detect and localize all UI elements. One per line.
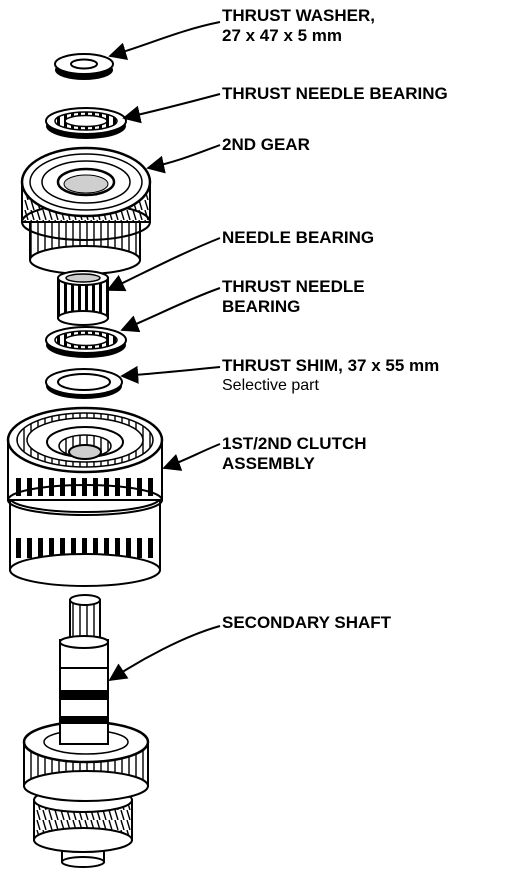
- clutch-drum-slot: [115, 538, 120, 558]
- label-thrust-needle-bearing-top-name: THRUST NEEDLE BEARING: [222, 84, 448, 103]
- clutch-drum-slot: [148, 538, 153, 558]
- clutch-drum-slot: [27, 538, 32, 558]
- clutch-drum-slot: [82, 478, 87, 496]
- thrust-washer-part: [54, 53, 114, 80]
- clutch-drum-slot: [71, 538, 76, 558]
- clutch-drum-slot: [16, 478, 21, 496]
- clutch-drum-slot: [82, 538, 87, 558]
- clutch-drum-slot: [148, 478, 153, 496]
- label-thrust-needle-bearing-lower: THRUST NEEDLE BEARING: [222, 277, 365, 317]
- arrow-secondary-shaft: [108, 625, 221, 681]
- arrow-thrust-shim: [120, 365, 221, 384]
- label-thrust-washer: THRUST WASHER, 27 x 47 x 5 mm: [222, 6, 375, 46]
- clutch-drum-slot: [126, 538, 131, 558]
- label-thrust-shim-note: Selective part: [222, 377, 319, 394]
- label-thrust-shim: THRUST SHIM, 37 x 55 mm Selective part: [222, 356, 439, 396]
- label-thrust-washer-size: 27 x 47 x 5 mm: [222, 26, 343, 45]
- clutch-drum-slot: [93, 538, 98, 558]
- thrust-needle-bearing-top-part: [45, 107, 127, 139]
- label-clutch-assembly-line1: 1ST/2ND CLUTCH: [222, 434, 367, 453]
- label-thrust-needle-bearing-lower-line1: THRUST NEEDLE: [222, 277, 365, 296]
- clutch-drum-slot: [137, 538, 142, 558]
- thrust-shim-part: [45, 368, 123, 399]
- arrow-thrust-washer: [108, 21, 221, 60]
- clutch-drum-slot: [93, 478, 98, 496]
- arrow-second-gear: [146, 144, 221, 174]
- clutch-drum-slot: [16, 538, 21, 558]
- thrust-needle-bearing-lower-part: [45, 326, 127, 358]
- arrow-clutch-assembly: [162, 443, 221, 471]
- clutch-drum-slot: [38, 538, 43, 558]
- label-thrust-needle-bearing-lower-line2: BEARING: [222, 297, 301, 316]
- clutch-drum-slot: [60, 538, 65, 558]
- label-clutch-assembly-line2: ASSEMBLY: [222, 454, 315, 473]
- label-thrust-shim-name: THRUST SHIM, 37 x 55 mm: [222, 356, 440, 375]
- label-thrust-washer-name: THRUST WASHER,: [222, 6, 375, 25]
- label-secondary-shaft: SECONDARY SHAFT: [222, 613, 391, 633]
- arrow-thrust-needle-bearing-top: [122, 93, 221, 124]
- clutch-drum-slot: [27, 478, 32, 496]
- clutch-drum-slot: [104, 478, 109, 496]
- needle-bearing-part: [57, 270, 109, 326]
- label-thrust-needle-bearing-top: THRUST NEEDLE BEARING: [222, 84, 448, 104]
- label-second-gear-name: 2ND GEAR: [222, 135, 310, 154]
- arrow-thrust-needle-bearing-lower: [120, 287, 221, 333]
- clutch-drum-slot: [49, 538, 54, 558]
- clutch-drum-slot: [137, 478, 142, 496]
- clutch-drum-slot: [104, 538, 109, 558]
- label-second-gear: 2ND GEAR: [222, 135, 310, 155]
- leader-arrows: [106, 21, 221, 681]
- label-secondary-shaft-name: SECONDARY SHAFT: [222, 613, 392, 632]
- label-needle-bearing: NEEDLE BEARING: [222, 228, 374, 248]
- label-needle-bearing-name: NEEDLE BEARING: [222, 228, 375, 247]
- clutch-drum-slot: [71, 478, 76, 496]
- clutch-assembly-part: [6, 406, 164, 587]
- second-gear-part: [20, 146, 152, 275]
- label-clutch-assembly: 1ST/2ND CLUTCH ASSEMBLY: [222, 434, 367, 474]
- clutch-drum-slot: [60, 478, 65, 496]
- secondary-shaft-part: [22, 594, 150, 868]
- arrow-needle-bearing: [106, 237, 221, 292]
